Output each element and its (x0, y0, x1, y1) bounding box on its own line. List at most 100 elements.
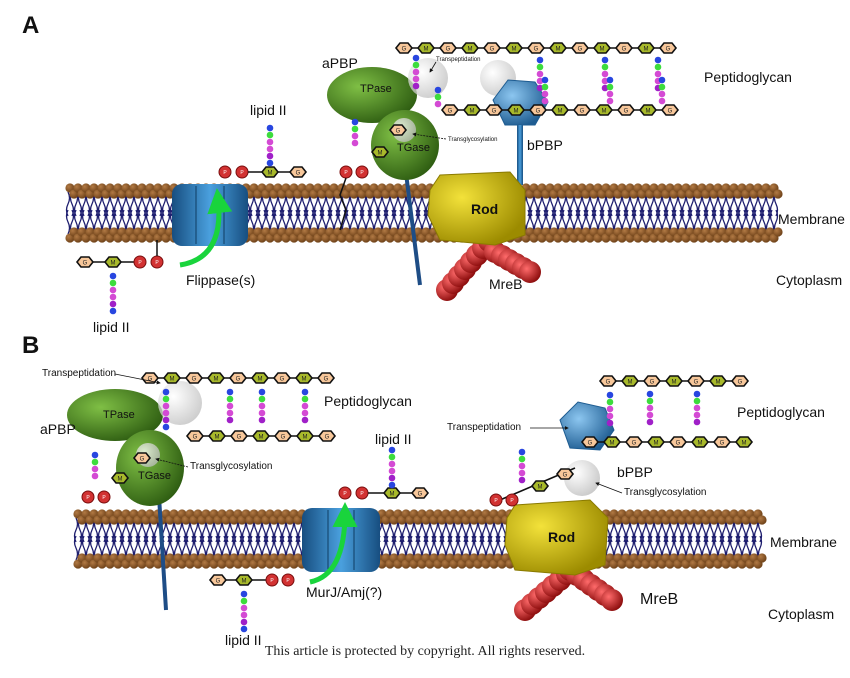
panel-b-peptidoglycan-left-label: Peptidoglycan (324, 393, 412, 409)
svg-text:M: M (654, 441, 659, 447)
svg-text:M: M (378, 151, 383, 157)
svg-text:G: G (622, 47, 627, 53)
svg-text:M: M (514, 109, 519, 115)
svg-text:G: G (632, 441, 637, 447)
panel-b-transglycosylation-left-label: Transglycosylation (190, 461, 273, 472)
svg-text:P: P (360, 170, 364, 176)
panel-b-apbp (67, 381, 202, 506)
svg-text:M: M (258, 377, 263, 383)
panel-b-tg-pointer-right (595, 482, 623, 494)
svg-text:M: M (111, 261, 116, 267)
panel-a-tpase-label: TPase (360, 83, 392, 95)
svg-text:M: M (556, 47, 561, 53)
svg-text:M: M (742, 441, 747, 447)
svg-text:G: G (666, 47, 671, 53)
svg-text:P: P (344, 170, 348, 176)
panel-b-pg-peptide-a (162, 388, 170, 431)
panel-b-right-nascent-peptide (518, 448, 526, 484)
svg-text:G: G (563, 473, 568, 479)
panel-a-letter: A (22, 12, 40, 39)
svg-text:G: G (148, 377, 153, 383)
panel-b-bpbp (559, 401, 615, 496)
panel-a-mreb-label: MreB (489, 276, 523, 292)
panel-b-pg-right-crosslink-1 (693, 390, 701, 426)
panel-a-rod-label: Rod (471, 201, 499, 217)
panel-b-letter: B (22, 332, 40, 359)
svg-text:M: M (558, 109, 563, 115)
panel-b-transglycosylation-right-label: Transglycosylation (624, 487, 707, 498)
svg-text:G: G (676, 441, 681, 447)
panel-a-peptidoglycan-label: Peptidoglycan (704, 69, 792, 85)
svg-text:M: M (610, 441, 615, 447)
svg-text:G: G (402, 47, 407, 53)
panel-b-lipid-ii-top-label: lipid II (375, 431, 412, 447)
panel-a-pg-peptide-a (412, 54, 420, 90)
panel-a-nascent-peptide (351, 118, 359, 147)
svg-text:G: G (325, 435, 330, 441)
svg-text:G: G (324, 377, 329, 383)
panel-b-lipid-ii-bottom-label: lipid II (225, 632, 262, 648)
panel-b-tg-pointer-left (155, 457, 189, 468)
panel-a-apbp-label: aPBP (322, 55, 358, 71)
svg-text:G: G (580, 109, 585, 115)
panel-b-pg-right-peptide (606, 391, 614, 427)
svg-text:P: P (155, 260, 159, 266)
panel-b-pg-right-crosslink-0 (646, 390, 654, 426)
svg-text:G: G (534, 47, 539, 53)
panel-a-pg-crosslink-lower-2 (658, 76, 666, 105)
panel-a-rod (427, 171, 526, 246)
svg-text:M: M (468, 47, 473, 53)
panel-a-lipid-ii-bottom-peptide (109, 272, 117, 315)
panel-a-tp-pointer (429, 61, 437, 73)
panel-a-pg-crosslink-lower-1 (606, 76, 614, 105)
panel-a-flippase (172, 184, 248, 246)
panel-a-pg-crosslink-0 (536, 56, 544, 92)
svg-text:G: G (448, 109, 453, 115)
svg-text:G: G (216, 579, 221, 585)
panel-a-flip-arrow (179, 188, 233, 268)
panel-b-murj-label: MurJ/Amj(?) (306, 584, 383, 600)
svg-text:G: G (738, 380, 743, 386)
panel-a-transglycosylation-label: Transglycosylation (448, 137, 498, 143)
svg-text:M: M (170, 377, 175, 383)
svg-text:P: P (286, 578, 290, 584)
svg-text:P: P (494, 498, 498, 504)
panel-a-transpeptidation-label: Transpeptidation (436, 57, 481, 63)
svg-text:M: M (214, 377, 219, 383)
svg-text:G: G (650, 380, 655, 386)
panel-a-tg-pointer (412, 132, 447, 140)
svg-text:G: G (492, 109, 497, 115)
panel-a-tgase-label: TGase (397, 142, 431, 154)
svg-text:M: M (302, 377, 307, 383)
panel-a-lipid-ii-bottom-label: lipid II (93, 319, 130, 335)
svg-text:M: M (118, 477, 123, 483)
svg-text:G: G (446, 47, 451, 53)
svg-text:M: M (646, 109, 651, 115)
svg-text:P: P (223, 170, 227, 176)
panel-b-cytoplasm-label: Cytoplasm (768, 606, 835, 622)
panel-b-transpeptidation-left-label: Transpeptidation (42, 368, 117, 379)
panel-a-pg-crosslink-1 (601, 56, 609, 92)
svg-text:M: M (698, 441, 703, 447)
panel-a-cytoplasm-label: Cytoplasm (776, 272, 843, 288)
svg-text:G: G (280, 377, 285, 383)
panel-b-tgase-label: TGase (138, 470, 172, 482)
svg-text:M: M (259, 435, 264, 441)
svg-text:G: G (606, 380, 611, 386)
svg-text:M: M (538, 485, 543, 491)
panel-a-pg-crosslink-lower-0 (541, 76, 549, 105)
svg-text:P: P (510, 498, 514, 504)
panel-b-transpeptidation-right-label: Transpeptidation (447, 422, 522, 433)
svg-text:G: G (236, 377, 241, 383)
svg-text:G: G (624, 109, 629, 115)
svg-text:G: G (237, 435, 242, 441)
svg-text:P: P (343, 491, 347, 497)
panel-b-flip-arrow (309, 502, 358, 585)
